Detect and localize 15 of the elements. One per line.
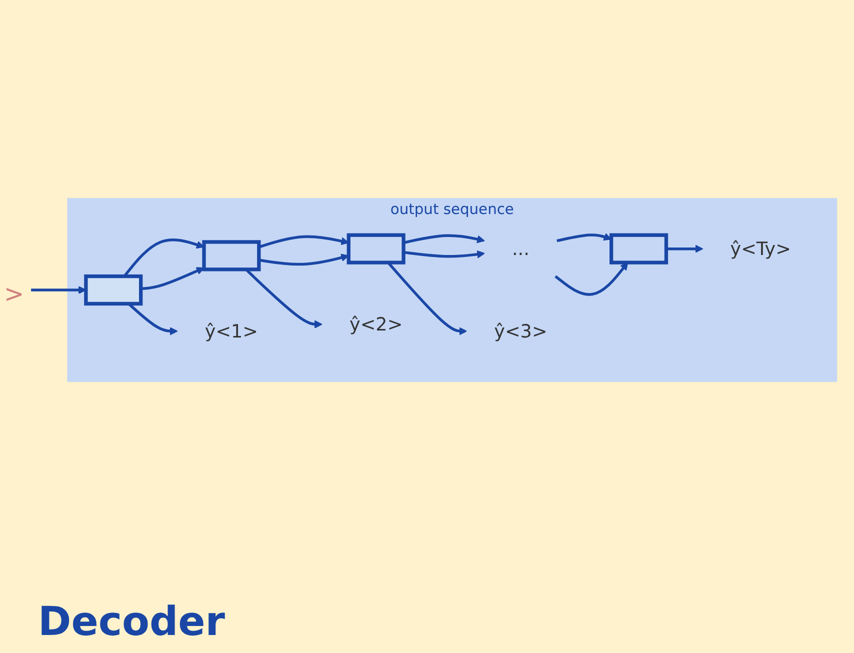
diagram-title: Decoder (38, 599, 226, 645)
node-text: ŷ<Ty> (730, 238, 791, 260)
node-box (202, 240, 261, 272)
node-text: ŷ<2> (350, 313, 403, 336)
arrow (666, 244, 704, 253)
node-text: ŷ<3> (494, 320, 548, 342)
node-box (84, 274, 143, 306)
arrow (554, 262, 628, 296)
node-text: ŷ<1> (204, 320, 258, 342)
note-text: > (4, 280, 24, 308)
arrow (140, 267, 204, 290)
node-box (610, 233, 668, 264)
node-box (346, 233, 406, 264)
node-text: ... (512, 238, 530, 260)
arrow (258, 254, 349, 266)
